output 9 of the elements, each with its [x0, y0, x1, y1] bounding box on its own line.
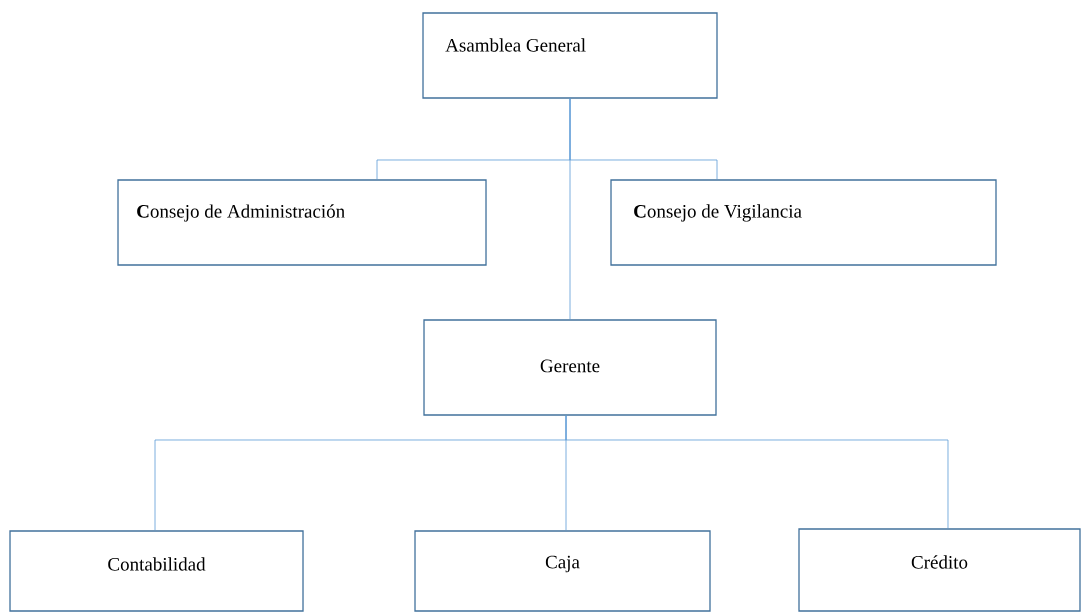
org-box: Caja: [414, 530, 711, 612]
org-box: Consejo de Administración: [117, 179, 487, 266]
org-box: Contabilidad: [9, 530, 304, 612]
org-box: Consejo de Vigilancia: [610, 179, 997, 266]
connector-line: [565, 415, 949, 529]
org-box: Gerente: [423, 319, 717, 416]
org-box: Crédito: [798, 528, 1081, 612]
org-box: Asamblea General: [422, 12, 718, 99]
connector-line: [569, 98, 571, 320]
